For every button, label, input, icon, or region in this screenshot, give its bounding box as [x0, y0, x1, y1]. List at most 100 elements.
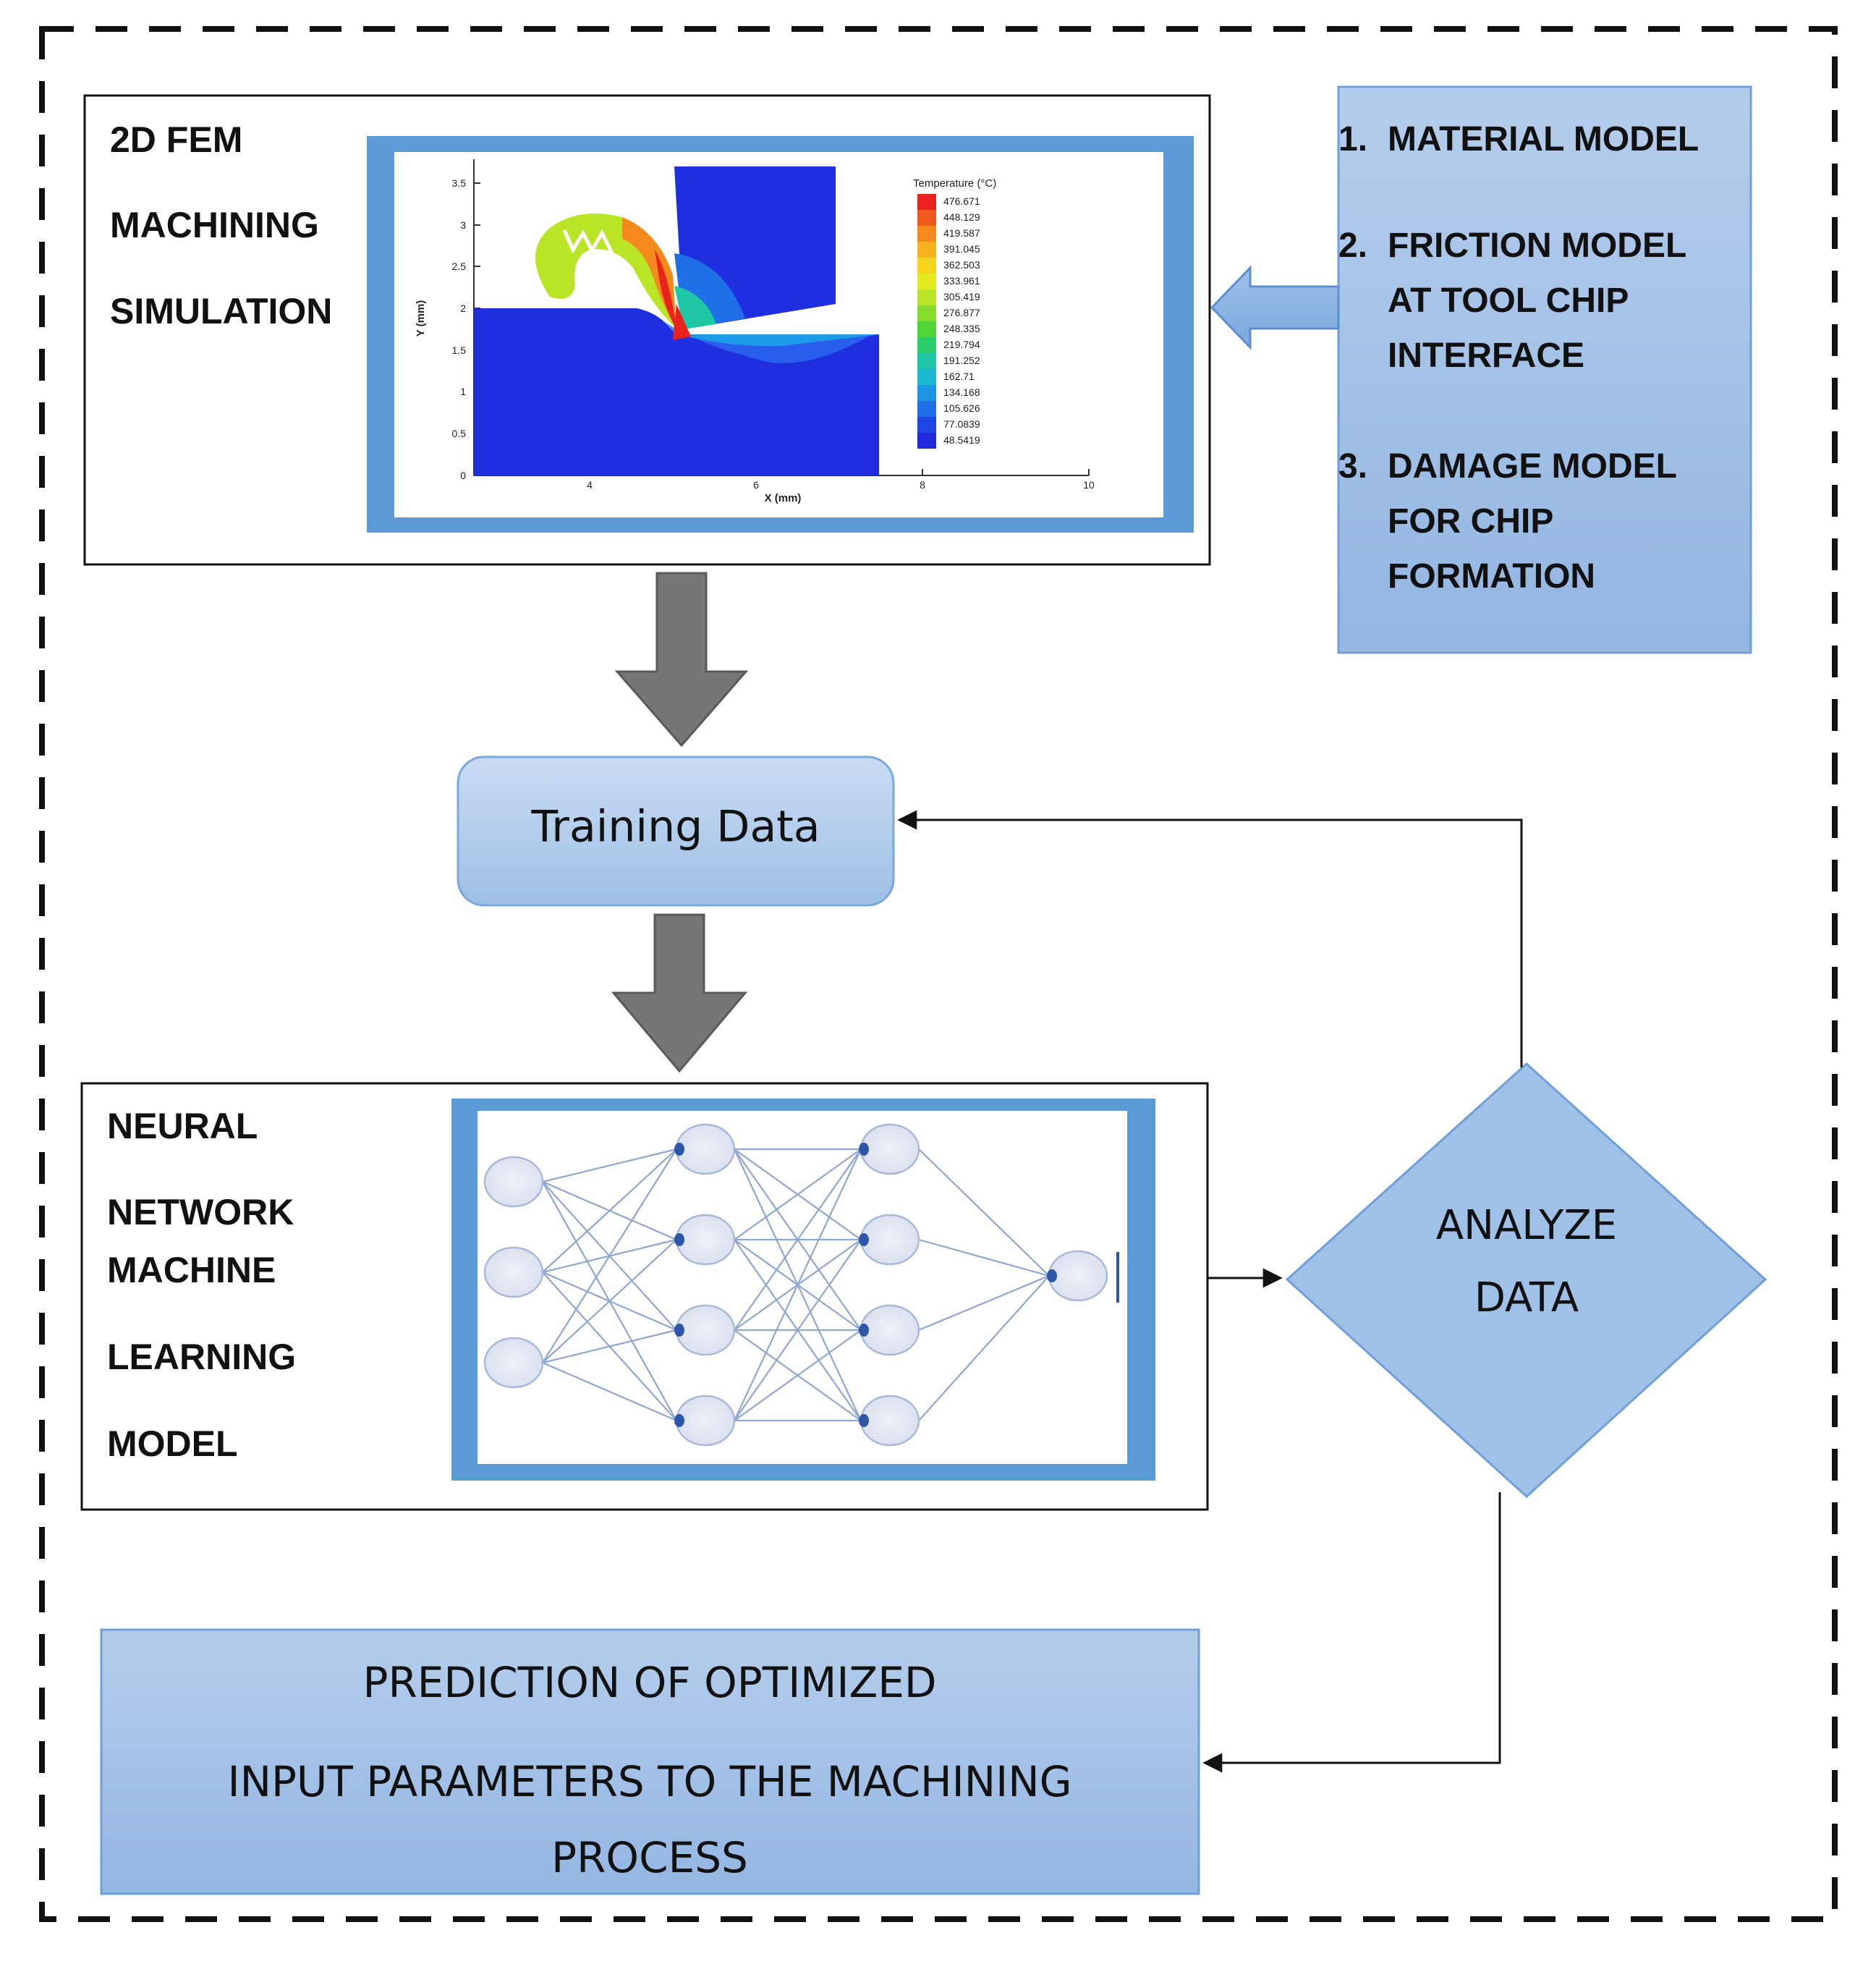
analyze-to-prediction-connector — [1202, 1492, 1501, 1773]
nn-connection — [542, 1361, 677, 1422]
temperature-legend: 476.671448.129419.587391.045362.503333.9… — [917, 194, 980, 449]
legend-value: 48.5419 — [943, 434, 980, 446]
y-tick-label: 0 — [460, 470, 466, 481]
x-tick-label: 10 — [1083, 479, 1095, 491]
fem-title-line-2: MACHINING — [110, 205, 319, 245]
legend-value: 305.419 — [943, 291, 980, 302]
prediction-line-1: PREDICTION OF OPTIMIZED — [363, 1658, 937, 1707]
legend-swatch — [917, 385, 936, 401]
legend-swatch — [917, 353, 936, 369]
y-axis-ticks: 0 0.5 1 1.5 2 2.5 3 3.5 — [452, 177, 467, 481]
legend-value: 391.045 — [943, 243, 980, 255]
nn-title-line-1: NEURAL — [107, 1106, 258, 1146]
y-tick-label: 3 — [460, 219, 466, 231]
x-axis-label: X (mm) — [765, 492, 802, 504]
nn-input-node — [483, 1246, 544, 1298]
legend-value: 134.168 — [943, 386, 980, 398]
legend-value: 333.961 — [943, 275, 980, 287]
fem-title-line-1: 2D FEM — [110, 119, 242, 160]
legend-value: 248.335 — [943, 323, 980, 334]
legend-swatch — [917, 194, 936, 210]
model-item-3-line-1: DAMAGE MODEL — [1388, 447, 1677, 486]
legend-value: 191.252 — [943, 355, 980, 366]
analyze-line-2: DATA — [1474, 1274, 1579, 1321]
model-item-2-line-2: AT TOOL CHIP — [1388, 282, 1629, 320]
nn-hidden-node — [675, 1304, 736, 1356]
nn-output-node — [1048, 1250, 1108, 1302]
nn-node-input-marker — [674, 1143, 684, 1156]
prediction-box: PREDICTION OF OPTIMIZED INPUT PARAMETERS… — [100, 1628, 1200, 1895]
nn-connection — [734, 1329, 862, 1421]
nn-node-input-marker — [1047, 1269, 1057, 1282]
legend-value: 362.503 — [943, 259, 980, 271]
nn-connection — [542, 1329, 677, 1364]
models-to-fem-arrow — [1210, 265, 1340, 350]
prediction-line-3: PROCESS — [551, 1833, 748, 1882]
prediction-line-2: INPUT PARAMETERS TO THE MACHINING — [227, 1757, 1071, 1806]
nn-hidden-node — [860, 1123, 920, 1175]
nn-node-input-marker — [674, 1233, 684, 1246]
legend-swatch — [917, 226, 936, 242]
nn-node-input-marker — [674, 1324, 684, 1337]
models-box: 1. MATERIAL MODEL 2. FRICTION MODEL AT T… — [1337, 85, 1752, 654]
model-item-1-number: 1. — [1338, 120, 1367, 158]
model-item-2-number: 2. — [1338, 227, 1367, 265]
legend-swatch — [917, 258, 936, 274]
legend-swatch — [917, 369, 936, 385]
fem-temperature-plot: 0 0.5 1 1.5 2 2.5 3 3.5 4 6 8 — [415, 159, 1095, 504]
nn-input-node — [483, 1156, 544, 1208]
legend-swatch — [917, 433, 936, 449]
legend-swatch — [917, 305, 936, 321]
model-item-3-line-3: FORMATION — [1388, 557, 1595, 596]
legend-value: 77.0839 — [943, 418, 980, 430]
nn-hidden-node — [860, 1304, 920, 1356]
model-item-2-line-1: FRICTION MODEL — [1388, 227, 1686, 265]
nn-title-line-4: LEARNING — [107, 1337, 296, 1377]
y-tick-label: 1 — [460, 386, 466, 397]
model-item-2-line-3: INTERFACE — [1388, 337, 1584, 375]
fem-simulation-box: 2D FEM MACHINING SIMULATION 0 0.5 1 1.5 … — [83, 94, 1211, 566]
nn-connection — [734, 1148, 862, 1240]
training-data-box: Training Data — [457, 756, 895, 907]
nn-connection — [542, 1148, 677, 1273]
nn-connection — [918, 1148, 1050, 1277]
nn-connection — [734, 1148, 862, 1331]
legend-swatch — [917, 337, 936, 353]
analyze-data-diamond: ANALYZE DATA — [1285, 1062, 1767, 1499]
nn-connection — [918, 1238, 1050, 1277]
nn-node-input-marker — [859, 1414, 869, 1427]
neural-network-box: NEURAL NETWORK MACHINE LEARNING MODEL — [80, 1082, 1209, 1511]
nn-connection — [542, 1148, 677, 1183]
x-axis-ticks: 4 6 8 10 — [587, 479, 1095, 491]
fem-to-training-arrow — [614, 572, 749, 748]
fem-title-line-3: SIMULATION — [110, 291, 332, 331]
legend-swatch — [917, 401, 936, 417]
nn-title-line-5: MODEL — [107, 1423, 238, 1464]
training-data-label: Training Data — [530, 802, 820, 852]
analyze-to-training-feedback — [897, 810, 1523, 1067]
nn-connection — [542, 1148, 677, 1363]
model-item-1-line-1: MATERIAL MODEL — [1388, 120, 1699, 158]
legend-swatch — [917, 289, 936, 305]
nn-connection — [542, 1239, 677, 1363]
legend-value: 219.794 — [943, 339, 980, 350]
legend-swatch — [917, 210, 936, 226]
nn-input-node — [483, 1337, 544, 1389]
y-tick-label: 1.5 — [452, 344, 467, 356]
x-tick-label: 4 — [587, 479, 593, 491]
nn-connection — [734, 1239, 862, 1421]
y-axis-label: Y (mm) — [415, 300, 427, 337]
legend-value: 476.671 — [943, 195, 980, 207]
y-tick-label: 2.5 — [452, 261, 467, 272]
nn-hidden-node — [675, 1123, 736, 1175]
nn-hidden-node — [860, 1395, 920, 1447]
x-tick-label: 8 — [920, 479, 925, 491]
nn-connection — [734, 1148, 862, 1421]
legend-swatch — [917, 417, 936, 433]
outer-dashed-frame — [39, 26, 1838, 1922]
legend-title: Temperature (°C) — [913, 177, 996, 190]
nn-connection — [918, 1274, 1050, 1332]
nn-title-line-2: NETWORK — [107, 1192, 294, 1232]
y-tick-label: 0.5 — [452, 428, 467, 439]
model-item-3-line-2: FOR CHIP — [1388, 502, 1553, 541]
